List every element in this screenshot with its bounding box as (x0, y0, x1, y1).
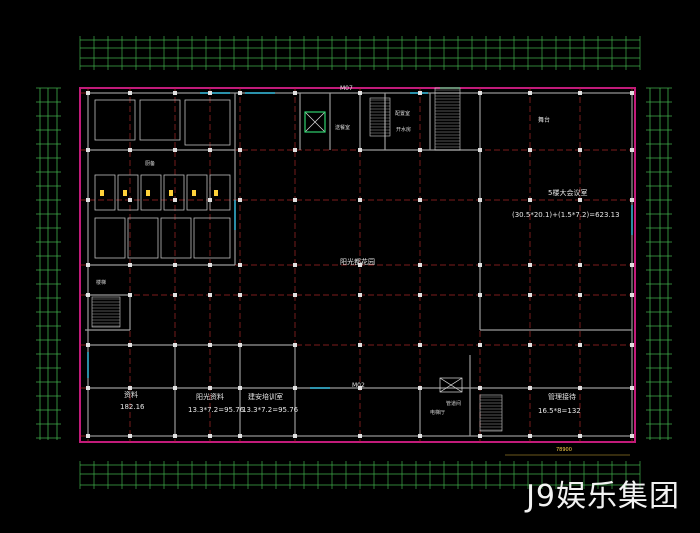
open-area-label: 开水房 (396, 127, 412, 133)
pipe-room-label: 管道间 (446, 401, 462, 407)
room-a-label: 配置室 (395, 111, 411, 117)
atrium-label: 阳光都花园 (340, 258, 375, 266)
windows (87, 92, 633, 389)
room-bl-area: 182.16 (120, 403, 145, 411)
large-hall-name: 5楼大会议室 (548, 189, 588, 197)
fixtures (100, 190, 218, 196)
room-br-name: 管理接待 (548, 393, 576, 401)
stair-left-label: 楼梯 (96, 280, 107, 286)
room-bm-formula: 13.3*7.2=95.76 (188, 406, 245, 414)
room-br-formula: 16.5*8=132 (538, 407, 581, 415)
room-bm2-formula: 13.3*7.2=95.76 (242, 406, 299, 414)
green-accents (304, 87, 460, 133)
bottom-dimension: 78900 (556, 447, 572, 453)
watermark: J9娱乐集团 (526, 479, 680, 514)
stairs (91, 87, 503, 432)
corridor-top-label: M07 (340, 85, 353, 92)
left-rooms (94, 99, 231, 259)
elev-label: 电梯厅 (430, 410, 446, 416)
room-bm-name: 阳光资料 (196, 393, 224, 401)
room-bl-name: 资料 (124, 391, 138, 399)
large-hall-formula: (30.5*20.1)+(1.5*7.2)=623.13 (512, 211, 620, 219)
corridor-bottom-label: M02 (352, 382, 365, 389)
stage-label: 舞台 (538, 117, 551, 124)
kitchen-label: 厨备 (145, 161, 156, 167)
room-bm2-name: 建安培训室 (248, 393, 283, 401)
room-b-label: 送餐室 (335, 125, 351, 131)
